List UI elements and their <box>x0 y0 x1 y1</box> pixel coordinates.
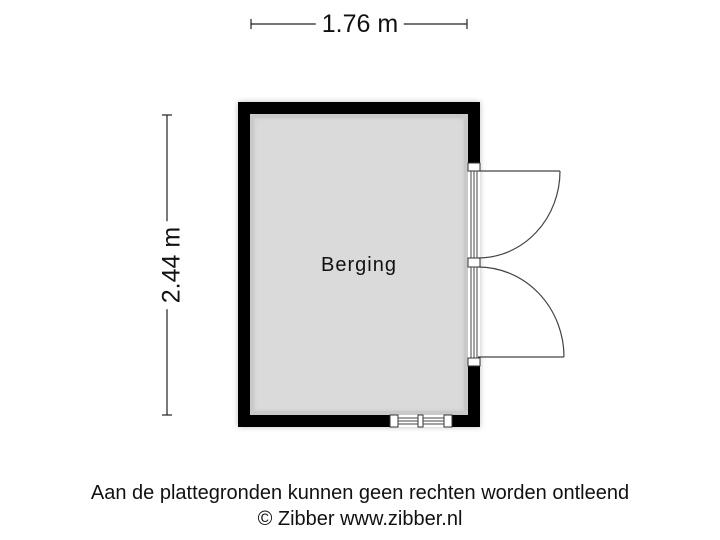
height-dimension-label: 2.44 m <box>157 220 187 310</box>
room-label-berging: Berging <box>321 254 397 276</box>
window <box>389 414 453 428</box>
copyright-text: © Zibber www.zibber.nl <box>257 508 463 530</box>
disclaimer-text: Aan de plattegronden kunnen geen rechten… <box>90 482 630 504</box>
width-dimension-label: 1.76 m <box>315 10 405 39</box>
double-door <box>467 162 565 367</box>
